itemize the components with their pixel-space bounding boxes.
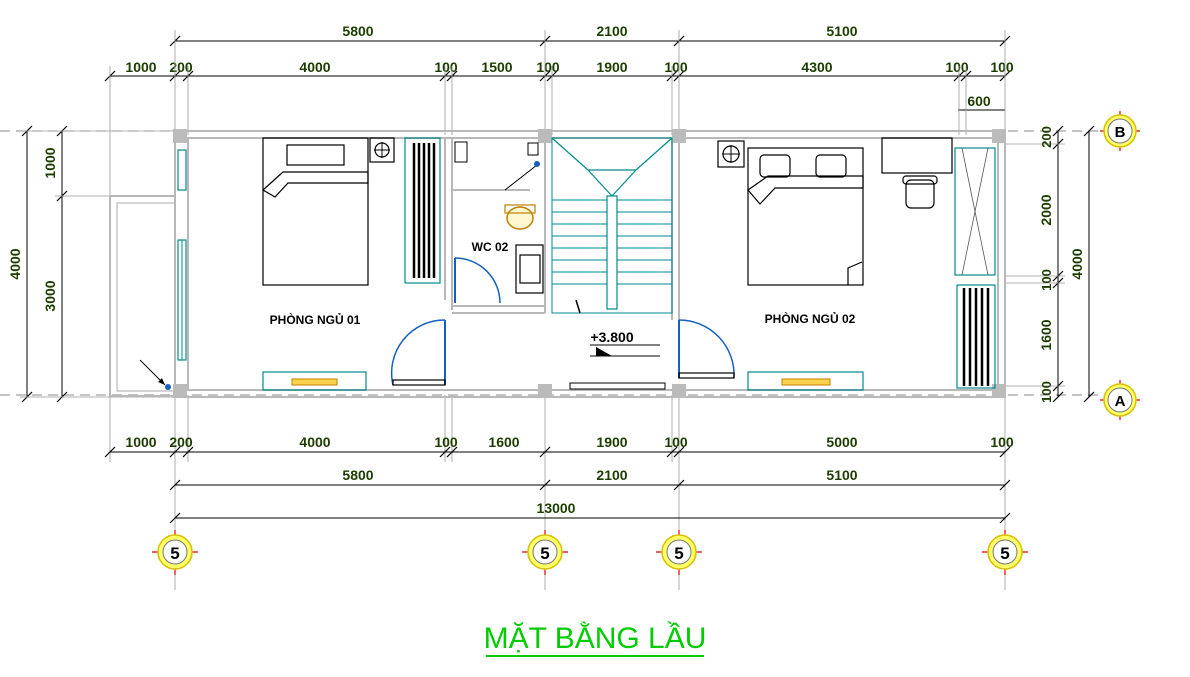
grid-label-a: A bbox=[1115, 393, 1126, 410]
bedroom-1-label: PHÒNG NGỦ 01 bbox=[270, 312, 361, 327]
right-dimensions: 200 2000 100 1600 100 4000 bbox=[1005, 125, 1095, 403]
dim-4000: 4000 bbox=[299, 59, 330, 75]
dim-b-100: 100 bbox=[990, 434, 1014, 450]
dim-1000: 1000 bbox=[125, 59, 156, 75]
grid-label-5: 5 bbox=[170, 544, 179, 563]
dim-100: 100 bbox=[536, 59, 560, 75]
dim-b-1000: 1000 bbox=[125, 434, 156, 450]
grid-label-5: 5 bbox=[1000, 544, 1009, 563]
top-dimension-row-1: 5800 2100 5100 bbox=[169, 23, 1011, 47]
dim-1500: 1500 bbox=[481, 59, 512, 75]
grid-bubble-col-2: 5 bbox=[522, 530, 568, 575]
dim-b-1900: 1900 bbox=[596, 434, 627, 450]
dim-b2-2100: 2100 bbox=[596, 467, 627, 483]
bottom-dimension-row-2: 5800 2100 5100 13000 bbox=[169, 467, 1011, 524]
title-text: MẶT BẰNG LẦU bbox=[484, 621, 707, 655]
dim-right-1600: 1600 bbox=[1038, 319, 1054, 350]
level-label: +3.800 bbox=[590, 329, 633, 345]
dim-100: 100 bbox=[990, 59, 1014, 75]
wc-label: WC 02 bbox=[472, 240, 509, 254]
dim-top-5100: 5100 bbox=[826, 23, 857, 39]
grid-bubble-col-3: 5 bbox=[656, 530, 702, 575]
dim-b2-5100: 5100 bbox=[826, 467, 857, 483]
grid-bubble-col-1: 5 bbox=[152, 530, 198, 575]
dim-top-2100: 2100 bbox=[596, 23, 627, 39]
dim-top-5800: 5800 bbox=[342, 23, 373, 39]
dim-b-5000: 5000 bbox=[826, 434, 857, 450]
dim-b-4000: 4000 bbox=[299, 434, 330, 450]
plan-title: MẶT BẰNG LẦU bbox=[484, 621, 707, 657]
walls bbox=[173, 129, 1006, 398]
dim-left-1000: 1000 bbox=[42, 147, 58, 178]
grid-label-5: 5 bbox=[540, 544, 549, 563]
dim-1900: 1900 bbox=[596, 59, 627, 75]
extension-lines bbox=[109, 30, 1006, 590]
dim-100: 100 bbox=[664, 59, 688, 75]
dim-b-200: 200 bbox=[169, 434, 193, 450]
dim-b-100: 100 bbox=[434, 434, 458, 450]
dim-100: 100 bbox=[434, 59, 458, 75]
dim-right-200: 200 bbox=[1039, 126, 1054, 148]
dim-4300: 4300 bbox=[801, 59, 832, 75]
grid-bubble-a: A bbox=[1100, 380, 1140, 420]
grid-label-5: 5 bbox=[674, 544, 683, 563]
dim-left-4000: 4000 bbox=[7, 248, 23, 279]
dim-100: 100 bbox=[945, 59, 969, 75]
balcony bbox=[109, 195, 176, 397]
dim-right-4000: 4000 bbox=[1069, 248, 1085, 279]
dim-right-2000: 2000 bbox=[1038, 194, 1054, 225]
grid-bubble-col-4: 5 bbox=[982, 530, 1028, 575]
bedroom-1: PHÒNG NGỦ 01 bbox=[261, 137, 446, 391]
left-dimensions: 4000 1000 3000 bbox=[7, 125, 175, 403]
top-dimension-row-2: 1000 200 4000 100 1500 100 1900 100 4300… bbox=[104, 59, 1014, 111]
wc-02: WC 02 bbox=[454, 141, 544, 304]
bedroom-2: PHÒNG NGỦ 02 bbox=[678, 137, 996, 391]
dim-left-3000: 3000 bbox=[42, 280, 58, 311]
dim-b2-5800: 5800 bbox=[342, 467, 373, 483]
bottom-dimension-row-1: 1000 200 4000 100 1600 1900 100 5000 100 bbox=[104, 434, 1014, 458]
grid-label-b: B bbox=[1115, 124, 1126, 141]
dim-b-100: 100 bbox=[664, 434, 688, 450]
bedroom-2-label: PHÒNG NGỦ 02 bbox=[765, 311, 856, 326]
dim-200: 200 bbox=[169, 59, 193, 75]
grid-axes bbox=[0, 130, 1110, 396]
staircase: +3.800 bbox=[551, 137, 673, 390]
dim-b-1600: 1600 bbox=[488, 434, 519, 450]
dim-right-100: 100 bbox=[1039, 381, 1054, 403]
dim-right-100: 100 bbox=[1039, 269, 1054, 291]
dim-total-13000: 13000 bbox=[537, 500, 576, 516]
grid-bubble-b: B bbox=[1100, 111, 1140, 151]
left-windows bbox=[177, 149, 187, 361]
dim-600: 600 bbox=[967, 93, 991, 109]
